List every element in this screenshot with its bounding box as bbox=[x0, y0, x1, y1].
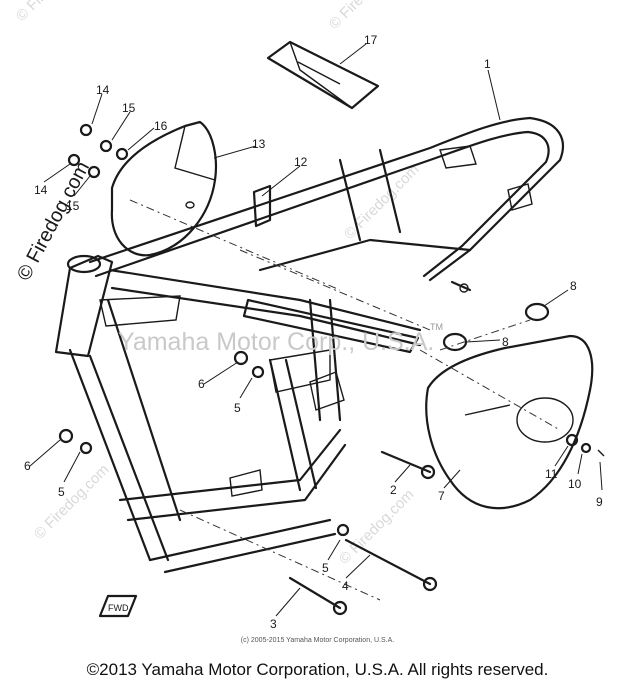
callout-8b: 8 bbox=[502, 335, 509, 349]
callout-5b: 5 bbox=[234, 401, 241, 415]
small-copyright: (c) 2005-2015 Yamaha Motor Corporation, … bbox=[240, 637, 395, 644]
part-12-plate bbox=[252, 184, 272, 228]
callout-9: 9 bbox=[596, 495, 603, 509]
ghost-watermark-4: © Firedog.com bbox=[31, 461, 113, 543]
callout-12: 12 bbox=[294, 155, 308, 169]
callout-14a: 14 bbox=[96, 83, 110, 97]
ghost-watermark-2: © Firedog.com bbox=[326, 0, 408, 33]
leader-lines bbox=[29, 43, 603, 617]
callout-15a: 15 bbox=[122, 101, 136, 115]
callout-1: 1 bbox=[484, 57, 491, 71]
callout-15b: 15 bbox=[66, 199, 80, 213]
callout-14b: 14 bbox=[34, 183, 48, 197]
small-hardware bbox=[58, 123, 592, 537]
callout-6b: 6 bbox=[24, 459, 31, 473]
firedog-side-watermark: © Firedog.com bbox=[13, 158, 94, 284]
fwd-label: FWD bbox=[108, 603, 129, 613]
part-17-toolbag bbox=[266, 40, 380, 110]
callout-13: 13 bbox=[252, 137, 266, 151]
footer-copyright: ©2013 Yamaha Motor Corporation, U.S.A. A… bbox=[86, 660, 549, 679]
bolts bbox=[288, 449, 605, 616]
ghost-watermark-1: © Firedog.com bbox=[13, 0, 95, 25]
callout-7: 7 bbox=[438, 489, 445, 503]
callout-4: 4 bbox=[342, 579, 349, 593]
callout-numbers: 1 2 3 4 5 5 5 6 6 7 8 8 9 10 11 12 13 14… bbox=[24, 33, 603, 631]
callout-3: 3 bbox=[270, 617, 277, 631]
yamaha-watermark: Yamaha Motor Corp., U.S.A. bbox=[118, 328, 434, 356]
part-1-frame bbox=[54, 116, 564, 574]
fwd-marker: FWD bbox=[98, 594, 138, 618]
callout-8a: 8 bbox=[570, 279, 577, 293]
callout-10: 10 bbox=[568, 477, 582, 491]
callout-16: 16 bbox=[154, 119, 168, 133]
callout-2: 2 bbox=[390, 483, 397, 497]
trademark-mark: TM bbox=[430, 322, 443, 332]
part-13-side-cover bbox=[110, 120, 218, 257]
callout-11: 11 bbox=[545, 467, 558, 481]
part-7-side-cover-right bbox=[425, 334, 594, 510]
callout-6a: 6 bbox=[198, 377, 205, 391]
center-lines bbox=[129, 199, 561, 601]
callout-5a: 5 bbox=[322, 561, 329, 575]
ghost-watermarks: © Firedog.com © Firedog.com © Firedog.co… bbox=[13, 0, 423, 568]
callout-5c: 5 bbox=[58, 485, 65, 499]
callout-17: 17 bbox=[364, 33, 378, 47]
